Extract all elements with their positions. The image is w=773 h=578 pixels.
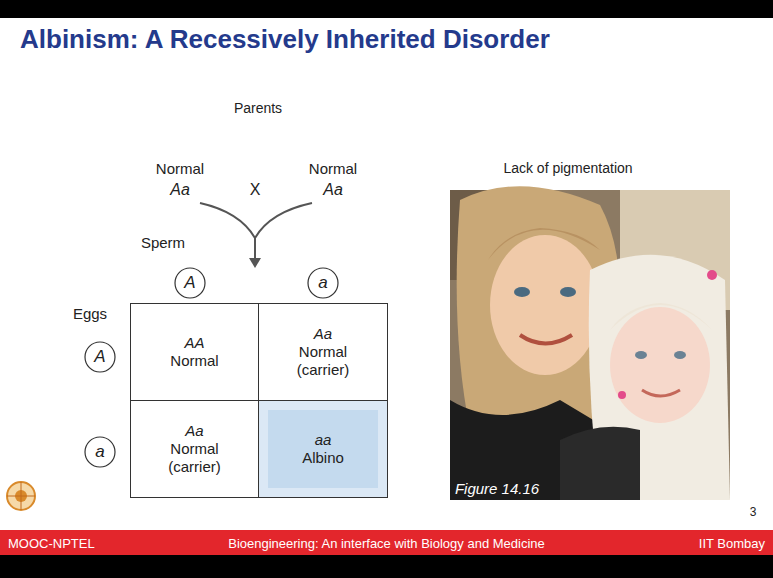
label-text: Aa	[170, 181, 190, 199]
phenotype-text: Albino	[302, 449, 344, 467]
label-text: Parents	[234, 100, 282, 116]
genotype-text: AA	[184, 334, 204, 352]
genotype-text: aa	[315, 431, 332, 449]
cross-line	[200, 203, 255, 238]
phenotype-text: Normal	[299, 343, 347, 361]
label-text: Normal	[309, 160, 357, 177]
label-text: Sperm	[141, 234, 185, 251]
genotype-text: Aa	[314, 325, 332, 343]
punnett-cell: aaAlbino	[258, 400, 388, 498]
label-text: Normal	[156, 160, 204, 177]
punnett-cell: AANormal	[130, 303, 259, 401]
label-text: Lack of pigmentation	[503, 160, 632, 176]
label-text: Aa	[323, 181, 343, 199]
footer-text: Bioengineering: An interface with Biolog…	[228, 535, 545, 550]
gamete-circle: A	[174, 267, 206, 299]
photo	[450, 186, 730, 500]
phenotype-text: (carrier)	[168, 458, 221, 476]
circle-shape	[85, 437, 115, 467]
genotype-text: Aa	[185, 422, 203, 440]
punnett-cell: AaNormal(carrier)	[258, 303, 388, 401]
slide-title: Albinism: A Recessively Inherited Disord…	[20, 24, 550, 55]
arrow-head	[249, 258, 261, 268]
label-text: Eggs	[73, 305, 107, 322]
allele-text: a	[318, 273, 327, 293]
gamete-circle: a	[84, 436, 116, 468]
phenotype-text: Normal	[170, 352, 218, 370]
cross-line	[255, 203, 312, 238]
allele-text: A	[94, 347, 105, 367]
circle-shape	[85, 342, 115, 372]
logo	[7, 482, 35, 510]
gamete-circle: A	[84, 341, 116, 373]
allele-text: a	[95, 442, 104, 462]
label-text: Figure 14.16	[455, 480, 539, 497]
label-text: 3	[750, 505, 757, 519]
footer-band: MOOC-NPTEL Bioengineering: An interface w…	[0, 530, 773, 555]
top-bar	[0, 0, 773, 18]
circle-shape	[308, 268, 338, 298]
gamete-circle: a	[307, 267, 339, 299]
phenotype-text: Normal	[170, 440, 218, 458]
label-text: X	[250, 181, 261, 199]
allele-text: A	[184, 273, 195, 293]
phenotype-text: (carrier)	[297, 361, 350, 379]
bottom-bar	[0, 555, 773, 578]
punnett-cell: AaNormal(carrier)	[130, 400, 259, 498]
footer-text: IIT Bombay	[699, 535, 765, 550]
circle-shape	[175, 268, 205, 298]
footer-text: MOOC-NPTEL	[8, 535, 95, 550]
